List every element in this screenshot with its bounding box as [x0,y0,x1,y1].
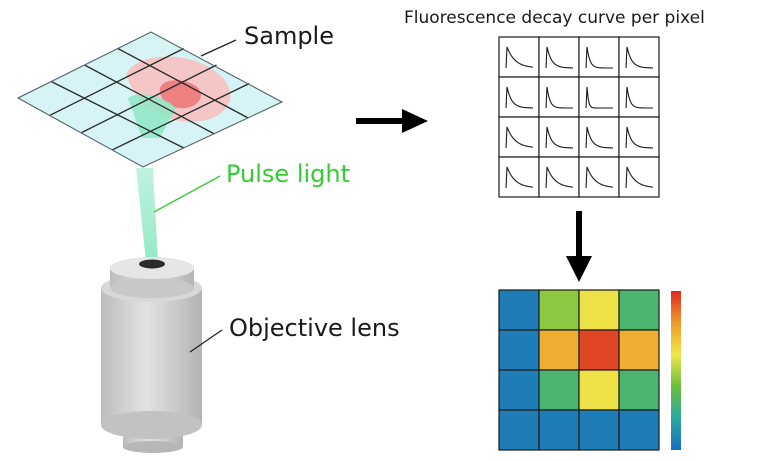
decay-cell [498,156,540,198]
decay-cell [498,116,540,158]
decay-cell [578,36,620,78]
pulse-light-beam [136,168,158,262]
decay-curve [585,46,613,69]
decay-curve [545,126,573,149]
heatmap-cell [618,329,660,371]
heatmap-cell [578,369,620,411]
colorbar [671,291,681,450]
objective-lens [101,257,202,453]
decay-curve [545,166,574,189]
heatmap-cell [538,289,580,331]
pulse-leader-line [153,175,221,213]
objective-lens-label: Objective lens [229,314,400,342]
decay-curve [545,86,573,109]
decay-grid-title: Fluorescence decay curve per pixel [404,8,705,28]
decay-cell [498,36,540,78]
right-arrow [356,109,428,133]
heatmap-cell [578,409,620,451]
decay-cell [498,76,540,118]
heatmap-cell [618,409,660,451]
heatmap-cell [578,329,620,371]
sample-label: Sample [244,22,334,50]
decay-curve [585,166,614,189]
heatmap-cell [538,329,580,371]
decay-curve-grid [498,36,660,198]
decay-cell [538,36,580,78]
decay-cell [578,76,620,118]
heatmap-cell [498,289,540,331]
beam-on-stage [128,94,176,138]
heatmap-cell [618,289,660,331]
decay-curve [625,86,653,109]
decay-cell [538,76,580,118]
heatmap-cell [538,369,580,411]
heatmap-cell [498,409,540,451]
sample-leader-line [200,39,237,57]
decay-cell [538,156,580,198]
heatmap-cell [538,409,580,451]
decay-curve [585,86,613,109]
heatmap-cell [618,369,660,411]
heatmap-cell [498,329,540,371]
decay-curve [505,86,533,109]
decay-curve [625,166,654,189]
decay-curve [545,46,573,69]
decay-cell [618,116,660,158]
decay-curve [505,46,534,69]
decay-cell [578,116,620,158]
decay-cell [538,116,580,158]
lens-aperture [139,259,165,269]
decay-cell [618,156,660,198]
decay-curve [505,126,534,149]
decay-cell [618,76,660,118]
decay-curve [625,126,653,149]
sample-stage [16,31,284,168]
pulse-light-label: Pulse light [226,160,351,188]
heatmap-cell [578,289,620,331]
lifetime-heatmap [498,289,660,451]
decay-cell [618,36,660,78]
stage-grid-lines [49,47,250,151]
down-arrow [566,211,592,282]
lens-leader-line [189,329,223,353]
heatmap-cell [498,369,540,411]
decay-cell [578,156,620,198]
decay-curve [625,46,653,69]
decay-curve [585,126,613,149]
decay-curve [505,166,534,189]
